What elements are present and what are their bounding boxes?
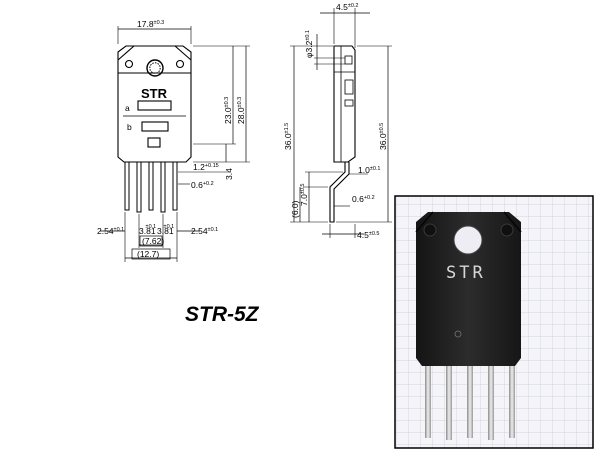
dim-lead-step: 1.0±0.1 [358,165,381,175]
dim-pitch-1: 3.81±0.1 [139,224,156,236]
dim-bend-height: 7.0±0.5 [299,184,309,207]
front-mounting-hole-outer [146,59,164,77]
dim-side-thickness: 4.5±0.2 [336,2,359,12]
dim-height-inner: 23.0±0.3 [223,97,233,124]
front-locator-dot-left [124,59,134,69]
photo-body [416,212,521,366]
side-view [290,8,392,238]
pin-label-b: b [127,122,132,132]
dim-span-outer: (12.7) [137,249,159,259]
dim-edge-left: 2.54±0.1 [97,226,124,236]
side-body-outline [333,45,356,163]
dim-side-height-left: 36.0±1.5 [283,123,293,150]
photo-mounting-hole [453,225,483,255]
dim-side-lead-thickness: 0.6+0.2 [352,194,375,204]
front-gate-stub [147,137,161,148]
front-body-outline [117,45,192,163]
photo-leads [425,358,515,440]
component-photo: STR [394,195,594,449]
front-view [100,26,250,262]
dim-height-outer: 28.0±0.3 [236,97,246,124]
front-locator-dot-right [175,59,185,69]
front-corner-tab-right [174,45,192,61]
dim-edge-right: 2.54±0.1 [191,226,218,236]
package-title: STR-5Z [185,303,260,326]
dim-span-inner: (7.62) [142,236,164,246]
dim-width-main: 17.8±0.3 [137,19,164,29]
dim-lead-gap: 3.4 [224,168,234,180]
front-mounting-hole-inner [149,62,161,74]
dim-foot: 4.5±0.5 [357,230,380,240]
dim-bend-ext: (6.0) [290,200,300,218]
front-corner-tab-left [117,45,135,61]
front-marking-box-a [137,100,172,111]
dim-side-height-right: 36.0±0.5 [378,123,388,150]
photo-marking-text: STR [446,263,486,283]
front-leads [124,161,178,213]
dim-lead-thickness: 0.6+0.2 [191,180,214,190]
side-lead [329,162,350,223]
dim-lead-width: 1.2+0.15 [193,162,219,172]
front-marking-box-b [141,121,169,132]
front-marking-text: STR [141,86,168,101]
pin-label-a: a [125,103,130,113]
dim-pitch-2: 3.81±0.1 [157,224,174,236]
dim-hole-diameter: φ3.2±0.1 [304,30,314,58]
